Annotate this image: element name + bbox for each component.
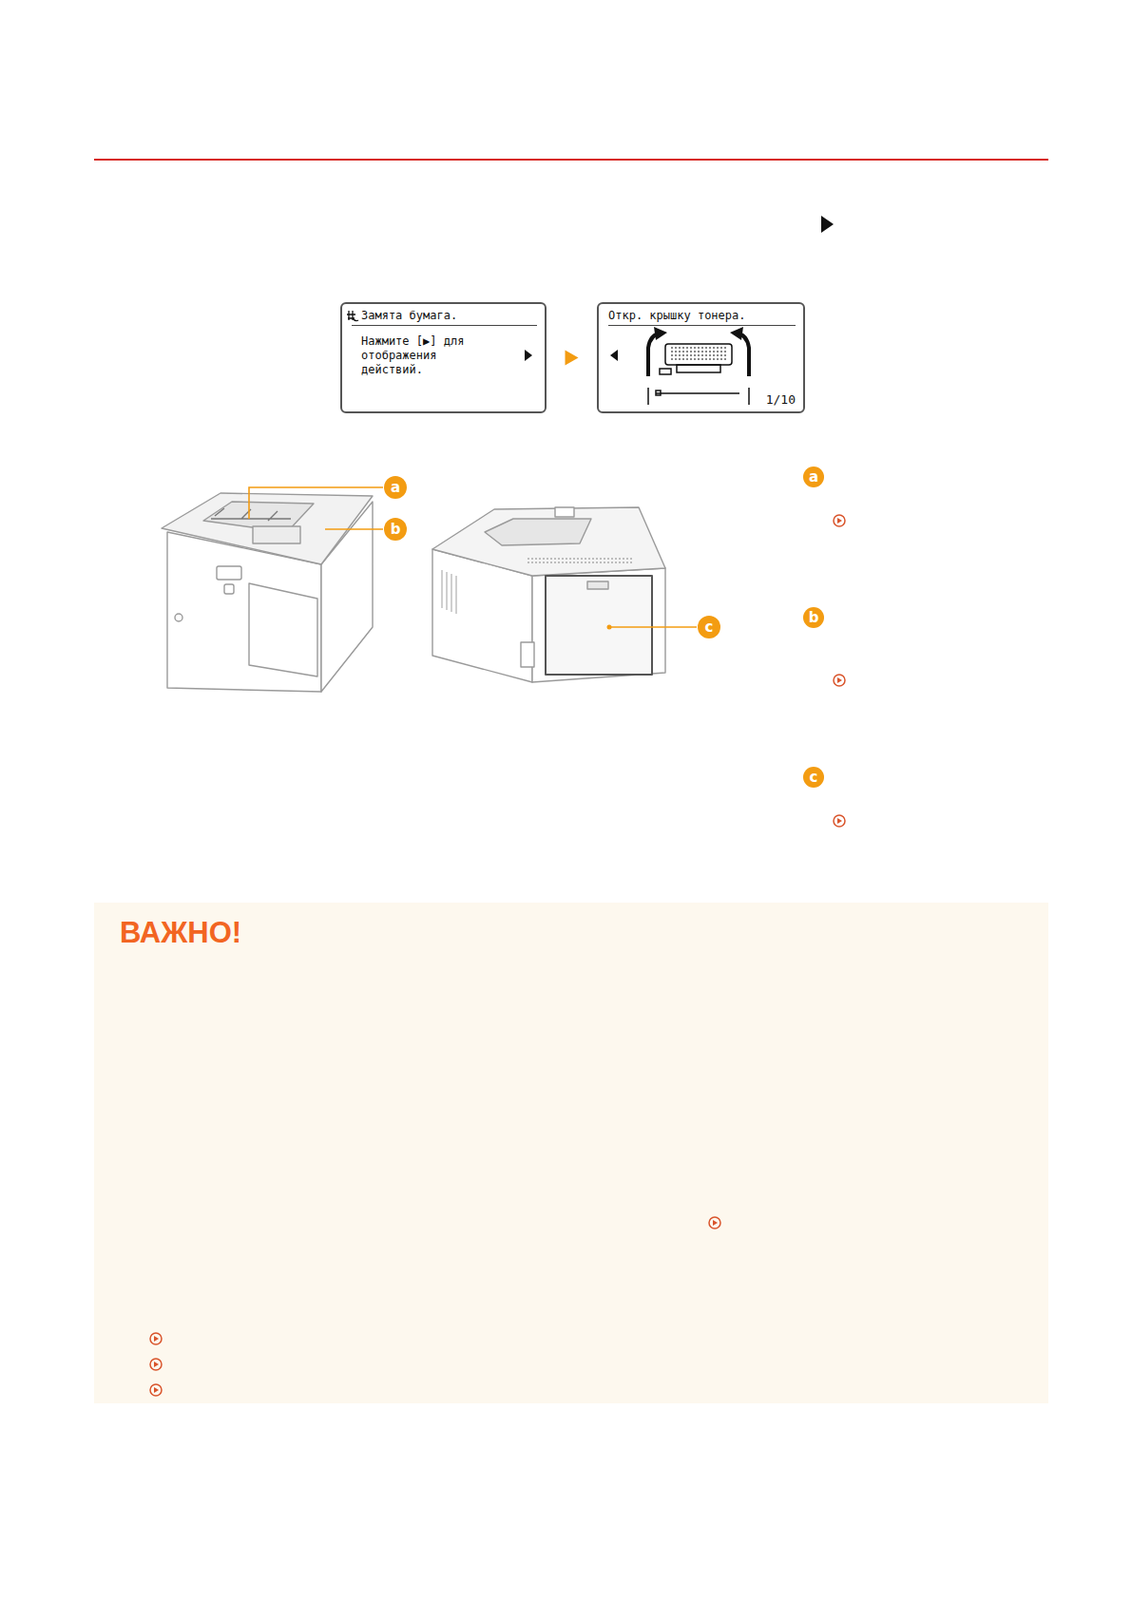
step-arrow-connector bbox=[546, 350, 597, 366]
callout-letter: c bbox=[809, 770, 819, 786]
important-panel-ground bbox=[94, 902, 1049, 1404]
lcd-next-arrow bbox=[524, 349, 533, 362]
lcd-screen: Откр. крышку тонера. 1/10 bbox=[596, 302, 806, 414]
lcd-title: Замята бумага. bbox=[351, 308, 538, 327]
notice-heading: ВАЖНО! bbox=[119, 916, 242, 951]
lcd-screen: Замята бумага. Нажмите [▶] для отображени… bbox=[340, 302, 547, 414]
rear-cover bbox=[545, 575, 653, 675]
important-panel: ВАЖНО! bbox=[94, 902, 1053, 1410]
toner-cover-picture bbox=[648, 326, 749, 405]
lcd-ground bbox=[340, 302, 543, 408]
header-rule bbox=[94, 158, 1049, 161]
jam-icon bbox=[346, 310, 359, 322]
step-arrow bbox=[821, 215, 834, 233]
callout-letter: a bbox=[808, 470, 819, 485]
callout-circle: c bbox=[697, 615, 721, 639]
callout-circle: b bbox=[803, 607, 825, 629]
arrow-head bbox=[565, 350, 579, 366]
callout-circle: b bbox=[383, 518, 407, 541]
lcd-title: Откр. крышку тонера. bbox=[608, 308, 796, 327]
lcd-ground bbox=[596, 302, 802, 408]
callout-letter: c bbox=[705, 620, 714, 635]
callout-circle: a bbox=[803, 466, 825, 488]
callout-circle: a bbox=[383, 476, 407, 499]
callout-letter: b bbox=[390, 522, 402, 538]
leader-dot bbox=[607, 625, 613, 631]
link-icon-arrow bbox=[153, 518, 843, 1394]
printer-front-view bbox=[161, 493, 373, 692]
callout-circle: c bbox=[803, 767, 825, 788]
lcd-message: 1/10 bbox=[766, 392, 796, 407]
callout-letter: b bbox=[808, 611, 820, 626]
callout-letter: a bbox=[390, 480, 401, 496]
printer-rear-view bbox=[432, 507, 666, 683]
lcd-message: Нажмите [▶] для отображения действий. bbox=[361, 334, 487, 378]
link-icon bbox=[150, 515, 845, 1397]
lcd-prev-arrow bbox=[610, 349, 618, 362]
leader-line bbox=[249, 487, 697, 628]
